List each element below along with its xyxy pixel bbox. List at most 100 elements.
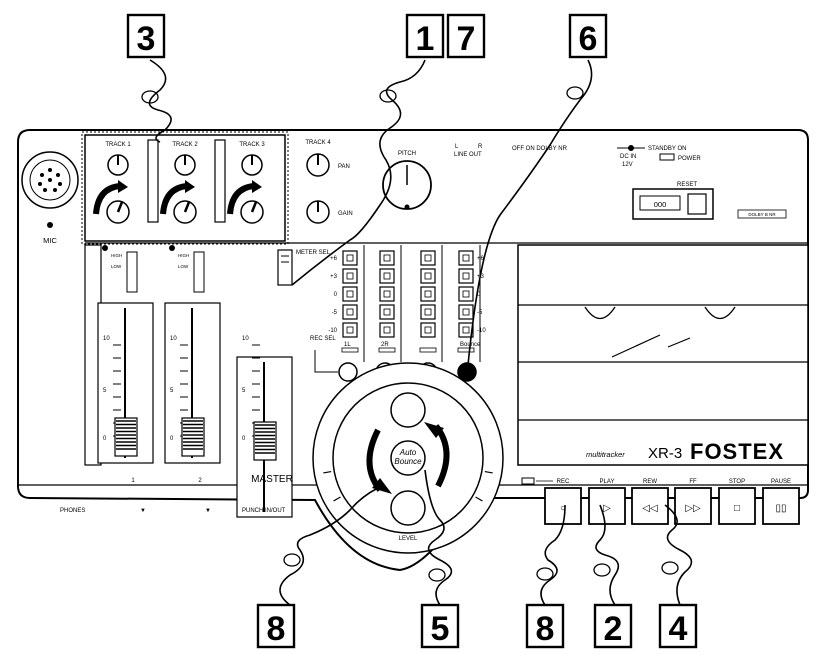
dolby-badge [737, 209, 787, 219]
track4-pan-knob[interactable] [306, 153, 330, 177]
meter-scale-right: -5 [477, 310, 483, 316]
standby-label: STANDBY ON [648, 146, 686, 152]
track2-gain-knob[interactable] [173, 200, 197, 224]
track1-label: TRACK 1 [105, 142, 131, 148]
fader-knob-1[interactable] [114, 417, 138, 457]
auto-bounce-button[interactable] [390, 440, 426, 476]
eq-switch[interactable] [126, 251, 138, 293]
rew-button[interactable] [631, 487, 669, 525]
ff-icon: ▷▷ [685, 503, 701, 514]
callout-4-wire [664, 504, 693, 606]
meter-led-inner [346, 326, 354, 334]
level-label: LEVEL [399, 536, 418, 542]
dial-up-button[interactable] [390, 392, 426, 428]
phones-label: PHONES [60, 508, 85, 514]
ff-button[interactable] [674, 487, 712, 525]
stop-button[interactable] [718, 487, 756, 525]
track2-pan-knob[interactable] [174, 154, 196, 176]
fader2-label: 2 [198, 478, 202, 484]
fader-scale-label: 0 [103, 436, 107, 442]
power-label: POWER [678, 156, 701, 162]
callout-wire-loops [141, 86, 679, 582]
track1-pan-knob[interactable] [107, 154, 129, 176]
fader-scale-label: 10 [170, 336, 177, 342]
dial-down-button[interactable] [390, 490, 426, 526]
track3-pan-knob[interactable] [241, 154, 263, 176]
callout-7: 7 [446, 13, 486, 59]
callout-8: 8 [525, 603, 565, 649]
rec-button[interactable] [544, 487, 582, 525]
meter-led-inner [462, 326, 470, 334]
meter-scale-left: +6 [330, 256, 338, 262]
dc-in-jack [617, 145, 645, 151]
meter-led-inner [346, 290, 354, 298]
track1-gain-knob[interactable] [106, 200, 130, 224]
callout-1: 1 [405, 13, 445, 59]
gain-label: GAIN [338, 211, 353, 217]
meter-led-inner [424, 326, 432, 334]
callout-number: 8 [267, 610, 286, 648]
fader-scale-label: 0 [170, 436, 174, 442]
fader-knob-3[interactable] [253, 421, 277, 461]
meter-channel-label: 1L [344, 342, 351, 348]
pitch-knob[interactable] [382, 160, 432, 210]
pause-button[interactable] [762, 487, 800, 525]
play-button[interactable] [588, 487, 626, 525]
mic-grille [21, 151, 79, 209]
callout-2-wire [595, 504, 620, 606]
meter-led-inner [346, 254, 354, 262]
meter-led-inner [424, 254, 432, 262]
play-label: PLAY [600, 479, 615, 485]
callout-number: 8 [536, 610, 555, 648]
gain-arrowhead-icon [252, 180, 262, 193]
rec-icon: ○ [560, 503, 566, 514]
model-prefix: multitracker [586, 450, 625, 459]
track3-label: TRACK 3 [239, 142, 265, 148]
dolby-badge-text: DOLBY B NR [748, 212, 776, 217]
reset-button[interactable] [687, 193, 707, 215]
meter-scale-left: +3 [330, 274, 338, 280]
callout-3-wire [148, 59, 172, 143]
gain-arc-arrow-icon [93, 183, 121, 215]
high-label: HIGH [178, 253, 189, 258]
callout-2: 2 [593, 603, 633, 649]
fader-knob-2[interactable] [181, 417, 205, 457]
fader-scale-label: 5 [103, 388, 107, 394]
meter-led-inner [462, 272, 470, 280]
gain-arrowhead-icon [185, 180, 195, 193]
meter-led-inner [424, 272, 432, 280]
callout-3-highlight [81, 131, 289, 245]
line-out-label: LINE OUT [454, 152, 482, 158]
stop-icon: □ [734, 503, 740, 514]
fader-eq-indicator [102, 245, 108, 251]
counter-display [639, 195, 681, 211]
meter-channel-indicator [419, 347, 437, 353]
meter-sel-label: METER SEL [296, 250, 331, 256]
callout-number: 2 [604, 610, 623, 648]
dc-in-label: DC IN [620, 154, 636, 160]
callout-wires [148, 59, 693, 606]
meter-led-inner [462, 308, 470, 316]
punch-in-out-label: PUNCH IN/OUT [242, 508, 286, 514]
callout-number: 3 [137, 20, 156, 58]
track3-gain-knob[interactable] [240, 200, 264, 224]
dc-volt-label: 12V [622, 162, 633, 168]
rec-sel-button-4[interactable] [457, 362, 477, 382]
track-divider-strip [214, 139, 226, 223]
play-icon: ▷ [603, 503, 611, 514]
line-out-r: R [478, 144, 483, 150]
fader1-label: 1 [131, 478, 135, 484]
meter-scale-right: 0 [477, 292, 481, 298]
fader-scale-label: 5 [242, 388, 246, 394]
meter-channel-indicator [341, 347, 359, 353]
rec-sel-button-1[interactable] [338, 362, 358, 382]
rec-led [521, 477, 535, 485]
level-tick [475, 496, 483, 502]
meter-channel-label: 2R [381, 342, 389, 348]
meter-scale-left: -5 [332, 310, 338, 316]
callout-4: 4 [658, 603, 698, 649]
meter-sel-switch[interactable] [277, 249, 293, 286]
eq-switch[interactable] [193, 251, 205, 293]
track4-gain-knob[interactable] [306, 200, 330, 224]
